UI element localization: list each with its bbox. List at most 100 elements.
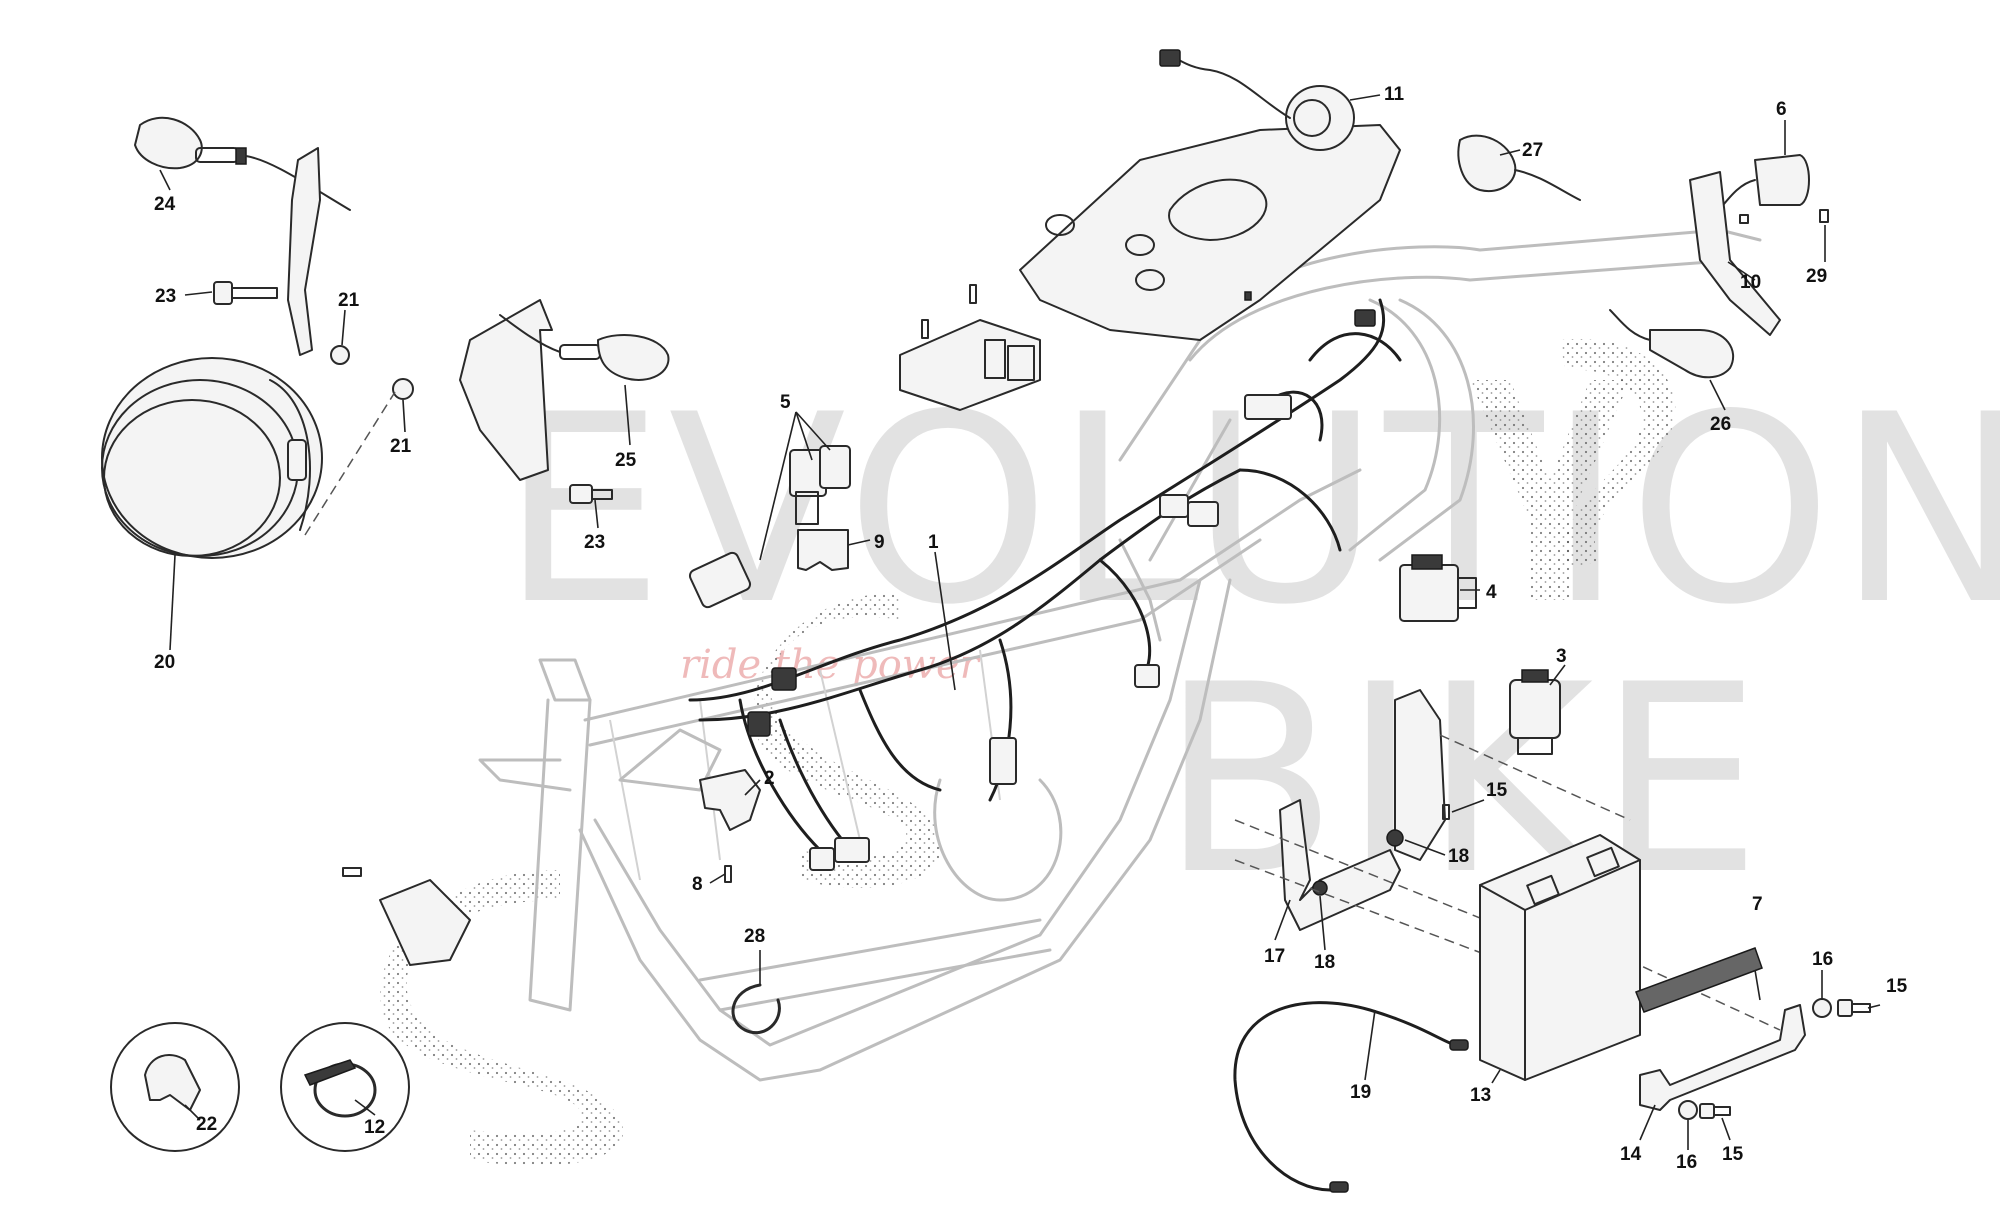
harness-connector-j — [1354, 309, 1376, 327]
battery-cable-19 — [1233, 1001, 1457, 1192]
callout-15-a: 15 — [1886, 976, 1908, 997]
headlight — [101, 357, 323, 559]
rubber-pad-18-a — [1386, 829, 1404, 847]
wiring-harness — [688, 298, 1402, 871]
callout-10: 10 — [1740, 272, 1761, 293]
callout-11: 11 — [1384, 84, 1405, 105]
callout-24: 24 — [154, 194, 176, 215]
cable-terminal-a — [1329, 1181, 1349, 1193]
callout-8: 8 — [692, 874, 703, 895]
rear-indicator-26 — [1609, 309, 1735, 379]
callout-19: 19 — [1350, 1082, 1371, 1103]
washer-16-a — [1812, 998, 1832, 1018]
bolt-15-b — [1699, 1103, 1731, 1119]
callout-25: 25 — [615, 450, 637, 471]
harness-connector-b — [747, 711, 771, 737]
frame-chassis — [478, 228, 1762, 1082]
callout-9: 9 — [874, 532, 885, 553]
callout-22: 22 — [196, 1114, 217, 1135]
callout-21-a: 21 — [338, 290, 360, 311]
indicator-bracket-left — [287, 147, 321, 356]
screw-8 — [724, 865, 732, 883]
battery-13 — [1479, 834, 1641, 1081]
relay-5-b — [688, 551, 752, 609]
harness-connector-f — [1244, 394, 1292, 420]
washer-21-b — [392, 378, 414, 400]
bolt-15-c — [1442, 804, 1450, 820]
callout-18-b: 18 — [1314, 952, 1335, 973]
harness-connector-c — [989, 737, 1017, 785]
callout-15-c: 15 — [1486, 780, 1508, 801]
harness-connector-i — [1134, 664, 1160, 688]
watermark-speckle-y — [1470, 380, 1630, 600]
callout-23-b: 23 — [584, 532, 605, 553]
horn-11 — [1159, 49, 1355, 151]
bolt-15-a — [1837, 999, 1871, 1017]
inset-12 — [280, 1022, 410, 1152]
harness-connector-d — [834, 837, 870, 863]
callout-7: 7 — [1752, 894, 1763, 915]
screw-29 — [1819, 209, 1829, 223]
harness-connector-a — [771, 667, 797, 691]
indicator-bracket-right — [459, 299, 553, 481]
regulator-4 — [1399, 554, 1477, 622]
bolt-23-b — [569, 484, 613, 504]
callout-13: 13 — [1470, 1085, 1491, 1106]
callout-27: 27 — [1522, 140, 1543, 161]
callout-23-a: 23 — [155, 286, 176, 307]
inset-22 — [110, 1022, 240, 1152]
callout-5: 5 — [780, 392, 791, 413]
callout-14: 14 — [1620, 1144, 1642, 1165]
callout-6: 6 — [1776, 99, 1787, 120]
frame-screw — [342, 867, 362, 877]
callout-16-a: 16 — [1812, 949, 1833, 970]
front-bracket-plate — [379, 879, 471, 966]
cable-terminal-b — [1449, 1039, 1469, 1051]
front-left-indicator — [134, 116, 351, 211]
rear-indicator-27 — [1457, 134, 1581, 201]
callout-28: 28 — [744, 926, 765, 947]
callout-3: 3 — [1556, 646, 1567, 667]
callout-21-b: 21 — [390, 436, 412, 457]
watermark-speckle-s-right — [1560, 339, 1676, 570]
harness-connector-g — [1159, 494, 1189, 518]
callout-1: 1 — [928, 532, 939, 553]
tail-light-6 — [1709, 154, 1810, 224]
cable-clip-28 — [731, 983, 781, 1035]
rear-light-bracket-10 — [1689, 171, 1781, 336]
watermark-speckle-s-left — [380, 870, 624, 1166]
battery-pad-7 — [1635, 947, 1763, 1013]
bolt-23-a — [213, 281, 278, 305]
callout-17: 17 — [1264, 946, 1285, 967]
callout-labels: 1 2 3 4 5 6 7 8 9 10 11 12 13 14 15 15 1… — [154, 84, 1908, 1173]
harness-connector-e — [809, 847, 835, 871]
relay-5 — [789, 445, 851, 525]
washer-21-a — [330, 345, 350, 365]
bracket-2 — [699, 769, 761, 831]
callout-20: 20 — [154, 652, 175, 673]
headlight-mount-line — [304, 391, 396, 536]
tank-cover — [1019, 124, 1401, 341]
leader-lines — [159, 94, 1881, 1150]
flasher-relay-3 — [1509, 669, 1561, 755]
battery-bracket-line-a — [1234, 819, 1511, 931]
watermark-speckle-s-mid — [753, 594, 941, 888]
ecu-module — [899, 284, 1041, 411]
front-right-indicator — [499, 314, 670, 381]
callout-26: 26 — [1710, 414, 1731, 435]
callout-16-b: 16 — [1676, 1152, 1697, 1173]
battery-bracket-line-c — [1439, 734, 1631, 821]
watermark-brand-line-2: BIKE — [1160, 630, 1766, 932]
battery-strap-14 — [1639, 1004, 1806, 1111]
washer-16-b — [1678, 1100, 1698, 1120]
callout-18-a: 18 — [1448, 846, 1469, 867]
callout-15-b: 15 — [1722, 1144, 1744, 1165]
callout-2: 2 — [764, 768, 775, 789]
callout-12: 12 — [364, 1117, 385, 1138]
callout-4: 4 — [1486, 582, 1497, 603]
rubber-pad-18-b — [1312, 880, 1328, 896]
callout-29: 29 — [1806, 266, 1827, 287]
relay-holder-9 — [797, 529, 849, 571]
harness-connector-h — [1187, 501, 1219, 527]
